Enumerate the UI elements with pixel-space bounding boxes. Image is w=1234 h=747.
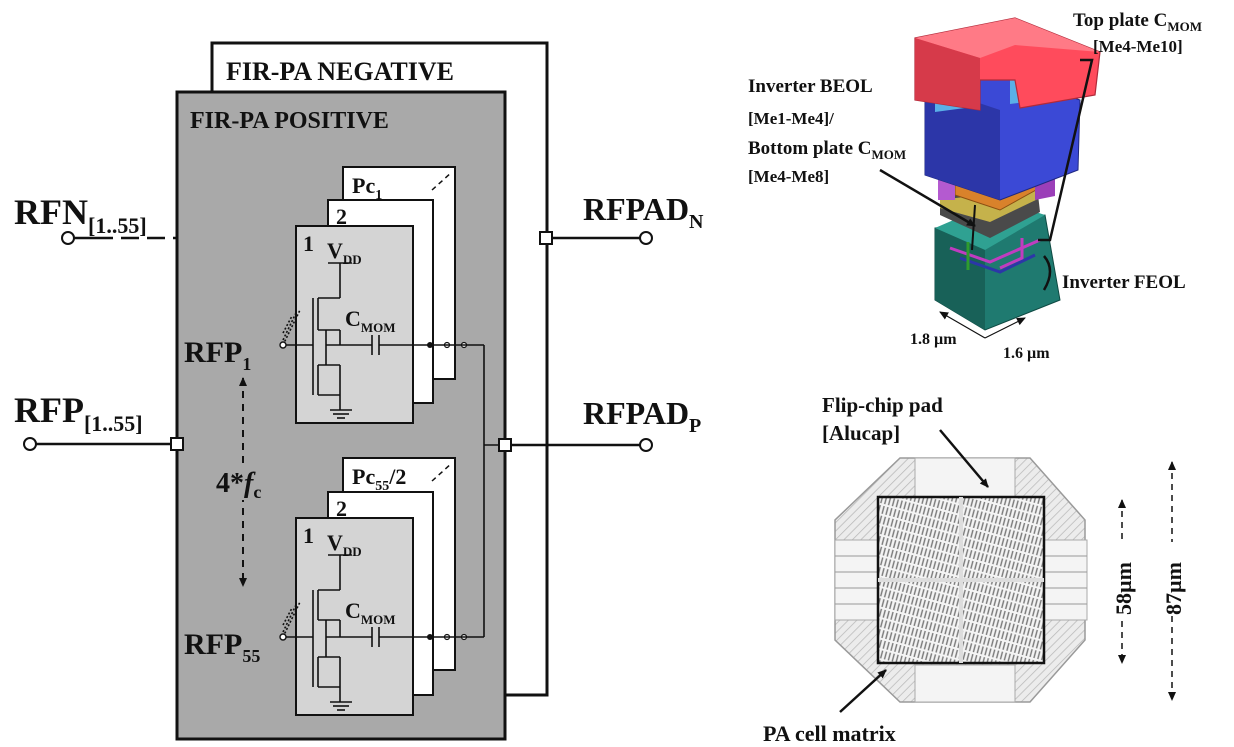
cell-stack-bottom: Pc55/2 2 1 VDD [279, 457, 484, 716]
top-plate-range: [Me4-Me10] [1093, 37, 1183, 56]
3d-stack: Top plate CMOM [Me4-Me10] Inverter BEOL … [748, 10, 1202, 362]
rfpad-n-terminal [639, 231, 653, 245]
cell-front-1 [295, 517, 414, 716]
pad-label: Flip-chip pad [822, 393, 943, 417]
cell-number-2: 2 [336, 204, 347, 229]
matrix-pointer [839, 669, 887, 713]
rfpad-p-label: RFPADP [583, 395, 701, 437]
cell-front-1 [295, 225, 414, 424]
fir-pa-positive-title: FIR-PA POSITIVE [190, 108, 389, 134]
feol-label: Inverter FEOL [1062, 272, 1186, 293]
rfpad-n-label: RFPADN [583, 191, 704, 233]
rfp-port [170, 437, 184, 451]
vdd-label: VDD [327, 530, 362, 559]
cell-stack-top: Pc1 2 1 VDD [279, 166, 484, 424]
clock-frequency-label: 4*fc [216, 468, 261, 502]
rfp55-label: RFP55 [184, 628, 260, 666]
rfp1-label: RFP1 [184, 336, 251, 374]
cell-number-2: 2 [336, 496, 347, 521]
pad-pointer [939, 429, 989, 488]
layout-view: 58µm 87µm Flip-chip pad [Alucap] PA cell… [763, 393, 1186, 746]
cell-number-1: 1 [303, 231, 314, 256]
top-plate-label: Top plate CMOM [1073, 10, 1202, 34]
dim-x-label: 1.8 µm [910, 331, 957, 348]
rfn-terminal [61, 231, 75, 245]
pad-sublabel: [Alucap] [822, 421, 900, 445]
corner-slash [431, 462, 453, 482]
rfp-label: RFP[1..55] [14, 390, 143, 436]
inverter-symbol [283, 554, 430, 711]
dim-x-arrow [939, 311, 986, 339]
pc1-label: Pc1 [352, 173, 382, 203]
inverter-symbol [283, 262, 430, 419]
input-hatch [282, 601, 301, 638]
beol-label-line4: [Me4-Me8] [748, 167, 829, 186]
beol-label-line2: [Me1-Me4]/ [748, 109, 834, 128]
rfpad-n-port [539, 231, 553, 245]
cmom-label: CMOM [345, 598, 396, 627]
beol-label-line3: Bottom plate CMOM [748, 138, 906, 162]
feol-bracket [1042, 255, 1052, 291]
cmom-label: CMOM [345, 306, 396, 335]
schematic: FIR-PA NEGATIVE FIR-PA POSITIVE Pc1 2 1 … [14, 41, 704, 741]
corner-slash [431, 171, 453, 191]
rfpad-p-terminal [639, 438, 653, 452]
input-hatch [282, 309, 301, 346]
pc55-label: Pc55/2 [352, 464, 406, 494]
top-plate-bracket [1038, 58, 1094, 242]
dim-y-label: 1.6 µm [1003, 345, 1050, 362]
dim-inner-label: 58µm [1111, 562, 1136, 615]
dim-y-arrow [984, 317, 1026, 339]
cell-number-1: 1 [303, 523, 314, 548]
fir-pa-negative-title: FIR-PA NEGATIVE [226, 57, 454, 86]
rfpad-p-port [498, 438, 512, 452]
dim-outer-label: 87µm [1161, 562, 1186, 615]
beol-label-line1: Inverter BEOL [748, 76, 873, 97]
rfn-label: RFN[1..55] [14, 192, 147, 238]
rfp-terminal [23, 437, 37, 451]
matrix-label: PA cell matrix [763, 721, 896, 746]
beol-pointer [879, 168, 976, 228]
